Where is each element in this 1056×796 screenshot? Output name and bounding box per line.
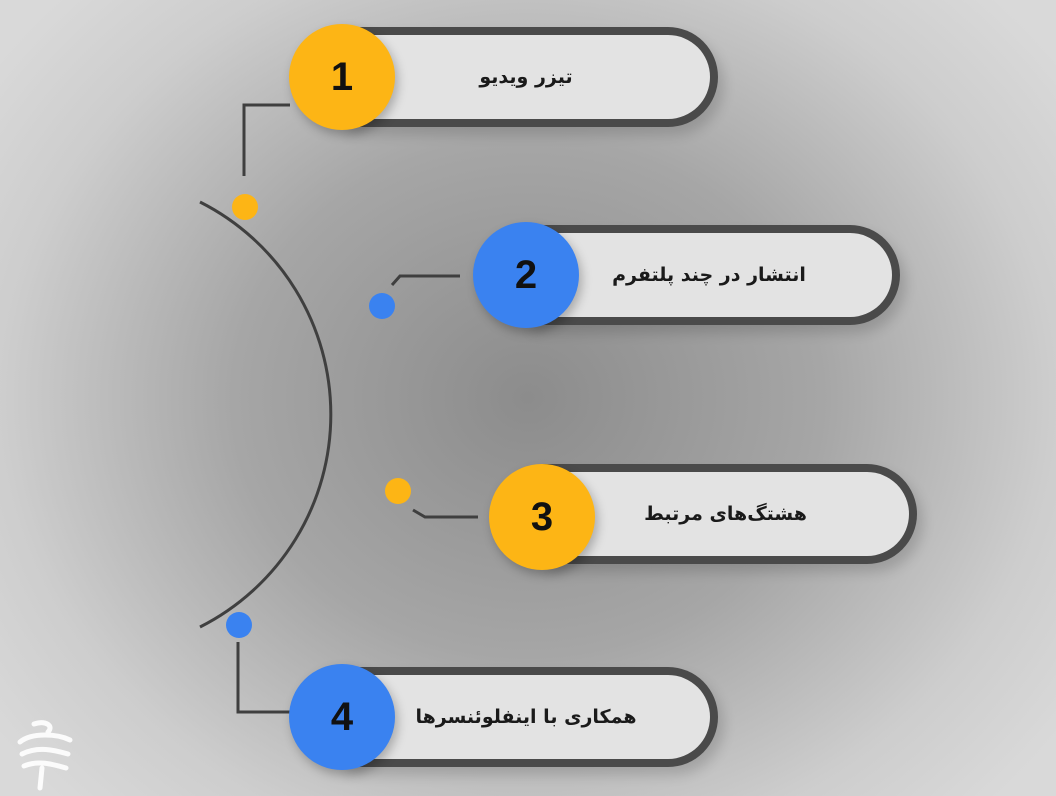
step-2-pill: انتشار در چند پلتفرم (526, 225, 900, 325)
main-arc (199, 200, 333, 629)
step-3-number: 3 (530, 494, 554, 539)
arc-dot-2 (369, 293, 395, 319)
step-3-pill: هشتگ‌های مرتبط (542, 464, 917, 564)
step-1-number: 1 (330, 54, 354, 99)
step-3-label: هشتگ‌های مرتبط (644, 503, 807, 525)
connector-line-2 (390, 274, 460, 286)
step-2-number-badge: 2 (473, 222, 579, 328)
step-3-number-badge: 3 (489, 464, 595, 570)
step-2-label: انتشار در چند پلتفرم (612, 264, 806, 286)
step-2-number: 2 (514, 252, 538, 297)
step-4-pill: همکاری با اینفلوئنسرها (342, 667, 718, 767)
brand-logo-icon (17, 720, 73, 791)
connector-line-4 (236, 642, 290, 714)
step-1-label: تیزر ویدیو (479, 66, 573, 88)
step-4-number: 4 (330, 694, 354, 739)
step-1-number-badge: 1 (289, 24, 395, 130)
step-1-pill: تیزر ویدیو (342, 27, 718, 127)
step-4-number-badge: 4 (289, 664, 395, 770)
connector-line-1 (242, 103, 290, 176)
arc-dot-4 (226, 612, 252, 638)
step-4-label: همکاری با اینفلوئنسرها (415, 706, 637, 728)
connector-line-3 (412, 508, 478, 519)
arc-dot-1 (232, 194, 258, 220)
arc-dot-3 (385, 478, 411, 504)
